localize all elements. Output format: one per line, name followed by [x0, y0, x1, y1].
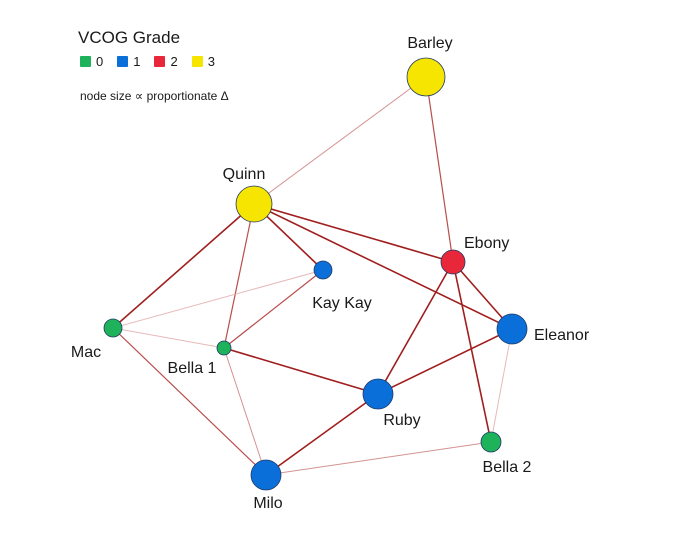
nodes-layer [103, 57, 528, 491]
edge-ebony-ruby [377, 261, 454, 395]
edge-quinn-bella1 [223, 203, 255, 349]
node-bella2 [480, 431, 502, 453]
edge-ruby-milo [265, 393, 379, 476]
edge-kaykay-mac [112, 269, 324, 329]
edge-mac-bella1 [112, 327, 225, 349]
edge-barley-ebony [425, 76, 454, 263]
node-ebony [440, 249, 466, 275]
legend-swatch-3 [191, 56, 203, 67]
node-label-ebony: Ebony [464, 235, 509, 252]
edge-kaykay-bella1 [223, 269, 324, 349]
edge-quinn-ebony [253, 203, 454, 263]
node-label-barley: Barley [407, 35, 452, 52]
node-label-bella2: Bella 2 [483, 459, 532, 476]
node-label-mac: Mac [71, 344, 101, 361]
edge-eleanor-bella2 [490, 328, 513, 443]
legend-label-1: 1 [133, 54, 141, 69]
edge-mac-milo [112, 327, 267, 476]
legend-label-3: 3 [207, 54, 215, 69]
edge-quinn-eleanor [253, 203, 513, 330]
legend-item-0: 0 [80, 54, 103, 69]
legend-item-1: 1 [117, 54, 140, 69]
edge-bella1-milo [223, 347, 267, 476]
legend-title: VCOG Grade [78, 28, 181, 47]
node-label-quinn: Quinn [223, 166, 266, 183]
legend-label-0: 0 [96, 54, 104, 69]
edge-barley-quinn [253, 76, 427, 205]
legend: 0 1 2 3 [80, 54, 229, 69]
legend-note: node size ∝ proportionate Δ [80, 89, 229, 103]
legend-swatch-2 [154, 56, 166, 67]
node-label-milo: Milo [253, 495, 282, 512]
legend-label-2: 2 [170, 54, 178, 69]
node-ruby [362, 378, 394, 410]
edge-milo-bella2 [265, 441, 492, 476]
node-kaykay [313, 260, 333, 280]
legend-item-3: 3 [191, 54, 215, 69]
node-quinn [235, 185, 273, 223]
legend-swatch-1 [117, 56, 129, 67]
node-label-kaykay: Kay Kay [312, 295, 372, 312]
node-label-eleanor: Eleanor [534, 327, 590, 344]
edges-layer [112, 76, 513, 476]
edge-ebony-bella2 [452, 261, 492, 443]
legend-swatch-0 [80, 56, 91, 67]
node-mac [103, 318, 123, 338]
node-eleanor [496, 313, 528, 345]
legend-item-2: 2 [154, 54, 178, 69]
node-milo [250, 459, 282, 491]
edge-bella1-ruby [223, 347, 379, 395]
edge-ruby-eleanor [377, 328, 513, 395]
edge-quinn-mac [112, 203, 255, 329]
node-barley [406, 57, 446, 97]
node-bella1 [216, 340, 232, 356]
node-label-bella1: Bella 1 [168, 360, 217, 377]
node-label-ruby: Ruby [383, 412, 420, 429]
